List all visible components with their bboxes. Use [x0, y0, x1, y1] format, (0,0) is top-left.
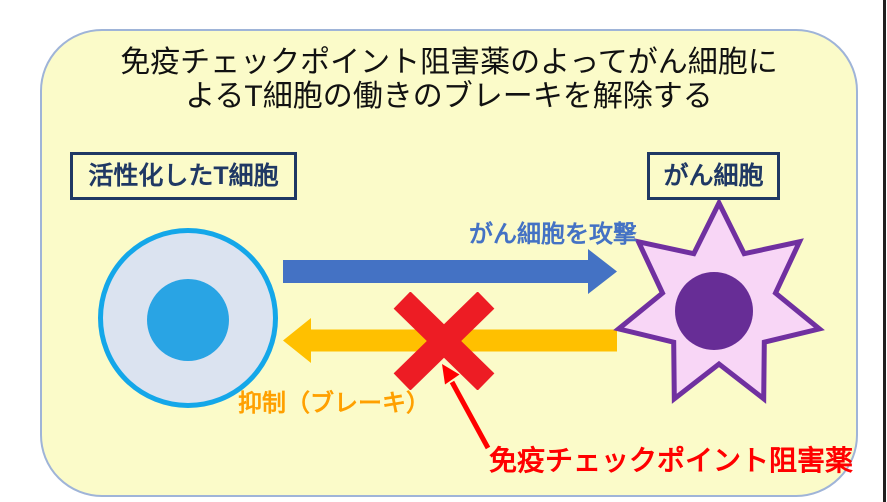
attack-arrow-label: がん細胞を攻撃 [469, 221, 637, 248]
window-edge-line [883, 0, 886, 502]
attack-arrow-icon [283, 249, 617, 294]
t-cell-label-box: 活性化したT細胞 [70, 152, 297, 200]
diagram-title-line1: 免疫チェックポイント阻害薬のよってがん細胞に [120, 46, 778, 79]
inhibitor-label: 免疫チェックポイント阻害薬 [489, 445, 854, 476]
cancer-cell-shape [613, 200, 825, 404]
inhibitor-pointer-arrow-icon [442, 364, 491, 450]
brake-arrow-label: 抑制（ブレーキ） [238, 390, 430, 417]
t-cell-nucleus [147, 279, 229, 361]
cancer-cell-nucleus [675, 272, 753, 350]
cancer-cell-label-box: がん細胞 [647, 152, 780, 200]
cancer-cell-label: がん細胞 [663, 162, 764, 190]
diagram-title: 免疫チェックポイント阻害薬のよってがん細胞に よるT細胞の働きのブレーキを解除す… [40, 46, 858, 114]
t-cell-label: 活性化したT細胞 [88, 162, 279, 190]
diagram-title-line2: よるT細胞の働きのブレーキを解除する [185, 80, 713, 113]
block-x-icon [393, 292, 495, 390]
